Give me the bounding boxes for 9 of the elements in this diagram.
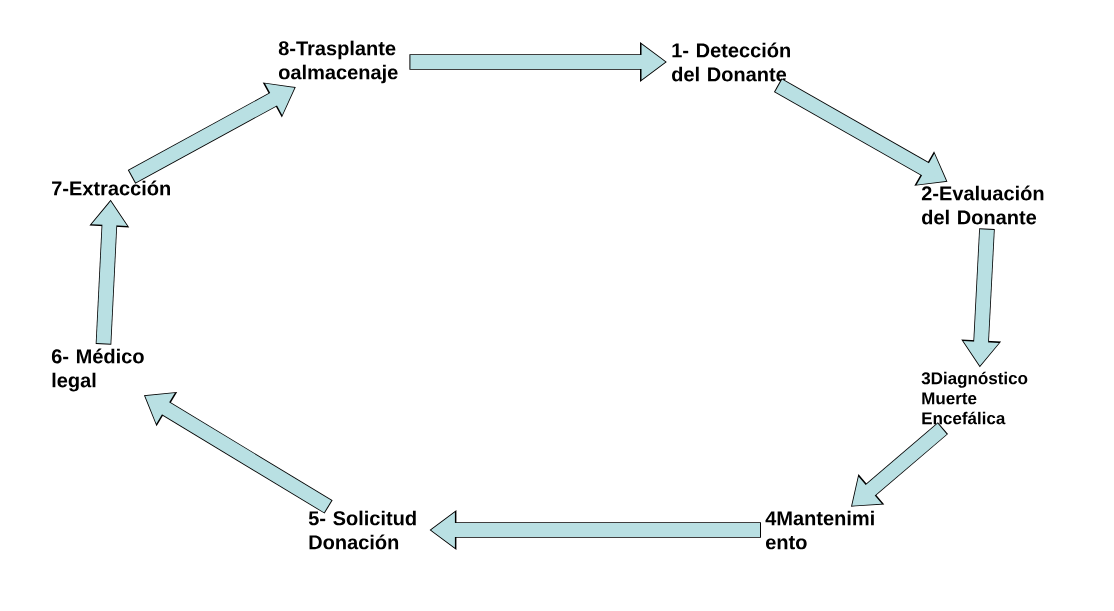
block-arrow	[851, 422, 948, 507]
step-label: 1- Detección del Donante	[672, 42, 790, 82]
step-label: 5- Solicitud Donación	[308, 510, 416, 550]
step-label: 3Diagnóstico Muerte Encefálica	[921, 371, 1028, 425]
step-label: 8-Trasplante oalmacenaje	[278, 40, 398, 84]
step-label: 6- Médico legal	[51, 348, 144, 392]
step-label: 2-Evaluación del Donante	[921, 185, 1044, 225]
step-label: 4Mantenimi ento	[765, 510, 874, 550]
step-label: 7-Extracción	[52, 180, 170, 196]
